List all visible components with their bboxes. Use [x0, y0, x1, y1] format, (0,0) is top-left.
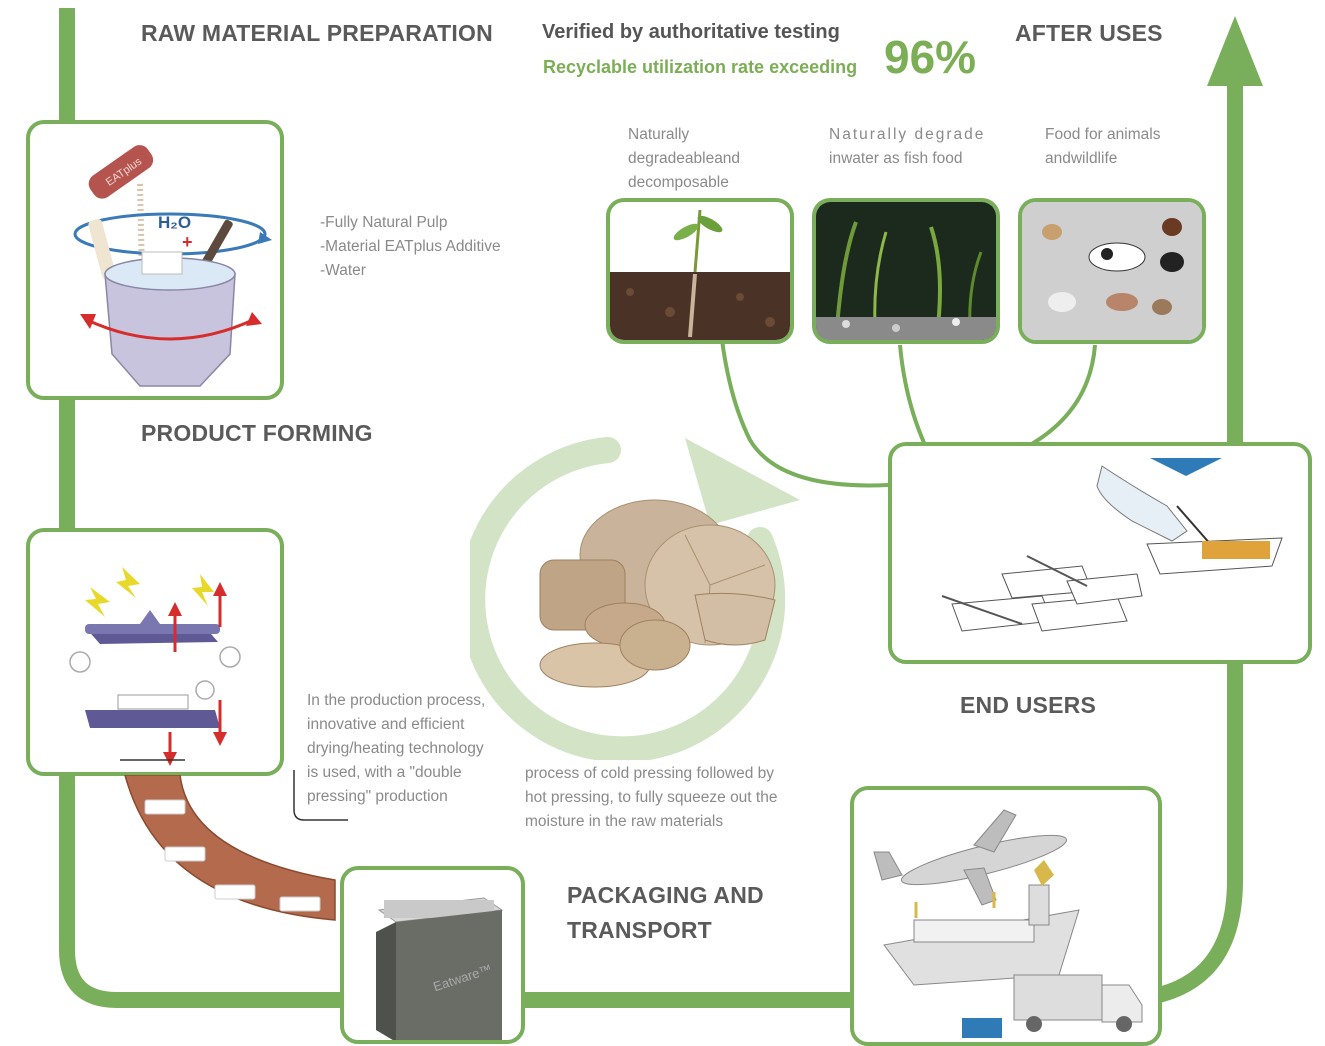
- plant-sprout-illustration: [610, 209, 790, 340]
- forming-process-text: In the production process, innovative an…: [307, 689, 485, 809]
- raw-material-card: EATplus H₂O +: [26, 120, 284, 400]
- text-bracket-line: [293, 770, 348, 821]
- animal-text-line: andwildlife: [1045, 150, 1118, 167]
- soil-text-line: Naturally: [628, 126, 690, 143]
- raw-materials-list: -Fully Natural Pulp -Material EATplus Ad…: [320, 211, 501, 283]
- pressing-text-line: process of cold pressing followed by: [525, 765, 774, 782]
- animals-illustration: [1022, 202, 1202, 340]
- forming-text-line: drying/heating technology: [307, 740, 484, 757]
- soil-text-line: decomposable: [628, 174, 729, 191]
- water-plants-image: [812, 198, 1000, 344]
- end-users-card: [888, 442, 1312, 664]
- forming-text-line: pressing" production: [307, 788, 448, 805]
- raw-material-item: -Water: [320, 262, 366, 279]
- animal-text-line: Food for animals: [1045, 126, 1161, 143]
- raw-material-heading: RAW MATERIAL PREPARATION: [141, 20, 493, 46]
- verification-line1: Verified by authoritative testing: [542, 21, 840, 43]
- recycle-circle-icon: [470, 437, 800, 760]
- tableware-products-illustration: [539, 499, 776, 688]
- flow-arrowhead-icon: [1207, 16, 1263, 86]
- packaging-heading-line2: TRANSPORT: [567, 917, 712, 943]
- soil-sprout-image: [606, 198, 794, 344]
- pressing-text-line: moisture in the raw materials: [525, 813, 724, 830]
- recycle-rate-value: 96%: [884, 31, 977, 83]
- product-forming-card: [26, 528, 284, 776]
- mixer-illustration: EATplus H₂O +: [73, 145, 272, 387]
- forming-text-line: innovative and efficient: [307, 716, 465, 733]
- water-degrade-text: Naturally degrade inwater as fish food: [829, 123, 985, 171]
- conveyor-belt-illustration: [124, 775, 336, 921]
- after-uses-heading: AFTER USES: [1015, 20, 1163, 46]
- packaging-box-card: Eatware™: [340, 866, 525, 1044]
- raw-material-item: -Material EATplus Additive: [320, 238, 501, 255]
- packaging-heading-line1: PACKAGING AND: [567, 882, 764, 908]
- press-machine-illustration: [69, 567, 241, 766]
- h2o-label: H₂O: [158, 213, 191, 232]
- packaging-heading: PACKAGING AND TRANSPORT: [567, 878, 764, 948]
- soil-text-line: degradeableand: [628, 150, 741, 167]
- transport-card: [850, 786, 1162, 1046]
- forming-text-line: In the production process,: [307, 692, 486, 709]
- animal-food-text: Food for animals andwildlife: [1045, 123, 1160, 171]
- end-users-heading: END USERS: [960, 692, 1096, 718]
- pressing-process-text: process of cold pressing followed by hot…: [525, 762, 777, 834]
- animals-image: [1018, 198, 1206, 344]
- aquarium-illustration: [816, 202, 996, 340]
- food-containers-illustration: [941, 458, 1283, 632]
- transport-illustration: [873, 809, 1143, 1038]
- water-text-line: Naturally degrade: [829, 126, 986, 143]
- eatware-box-illustration: Eatware™: [376, 897, 504, 1040]
- water-text-line: inwater as fish food: [829, 150, 963, 167]
- product-forming-heading: PRODUCT FORMING: [141, 420, 373, 446]
- forming-text-line: is used, with a "double: [307, 764, 462, 781]
- verification-line2: Recyclable utilization rate exceeding: [543, 57, 858, 77]
- raw-material-item: -Fully Natural Pulp: [320, 214, 448, 231]
- soil-degrade-text: Naturally degradeableand decomposable: [628, 123, 740, 195]
- svg-text:+: +: [182, 232, 193, 252]
- pressing-text-line: hot pressing, to fully squeeze out the: [525, 789, 778, 806]
